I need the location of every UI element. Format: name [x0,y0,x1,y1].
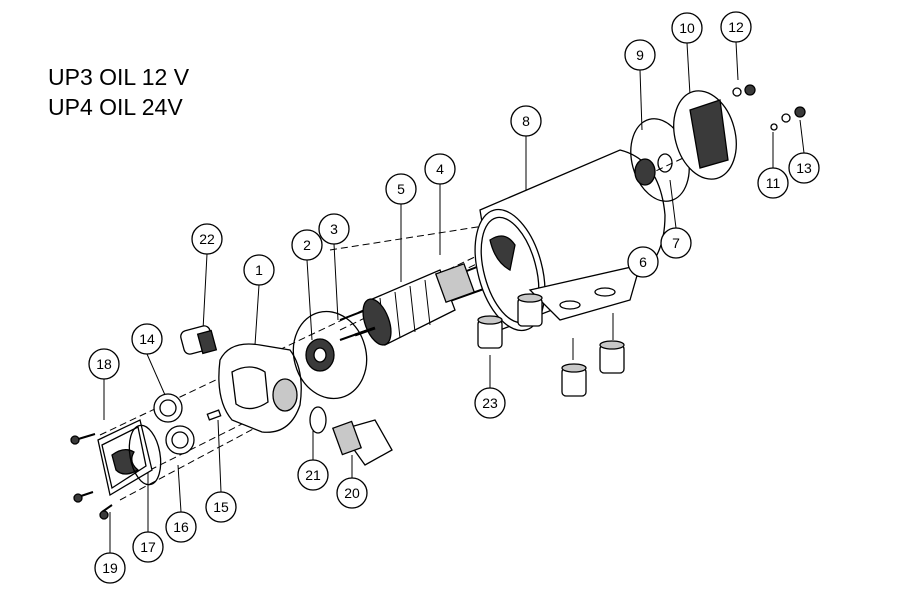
model-title-line-2: UP4 OIL 24V [48,94,183,120]
leader-lines [103,41,805,553]
callout-5: 5 [397,181,405,197]
rubber-feet [477,293,625,397]
callout-10: 10 [679,20,695,36]
front-cover-assembly [70,393,222,520]
callout-8: 8 [522,113,530,129]
callout-3: 3 [330,221,338,237]
callout-7: 7 [672,235,680,251]
rear-assembly [630,84,806,202]
callout-17: 17 [140,539,156,555]
callout-15: 15 [213,499,229,515]
callout-6: 6 [639,254,647,270]
callout-11: 11 [766,175,781,191]
callout-16: 16 [173,519,189,535]
callout-18: 18 [96,356,112,372]
motor-housing [474,149,666,332]
armature-assembly [339,259,496,346]
callout-22: 22 [199,231,215,247]
callout-4: 4 [436,161,444,177]
pump-body-assembly [180,325,393,466]
callout-21: 21 [305,467,321,483]
callout-14: 14 [139,331,155,347]
callout-23: 23 [482,395,498,411]
callout-9: 9 [636,47,644,63]
callout-20: 20 [344,485,360,501]
callout-1: 1 [255,262,263,278]
callout-2: 2 [303,237,311,253]
callout-bubbles [88,11,820,584]
callout-13: 13 [796,160,812,176]
model-title-line-1: UP3 OIL 12 V [48,64,190,90]
callout-numbers: 1 2 3 4 5 6 7 8 9 10 11 12 13 14 15 16 1… [96,19,812,576]
seal-and-bearing [292,310,368,400]
callout-12: 12 [728,19,744,35]
callout-19: 19 [102,560,118,576]
